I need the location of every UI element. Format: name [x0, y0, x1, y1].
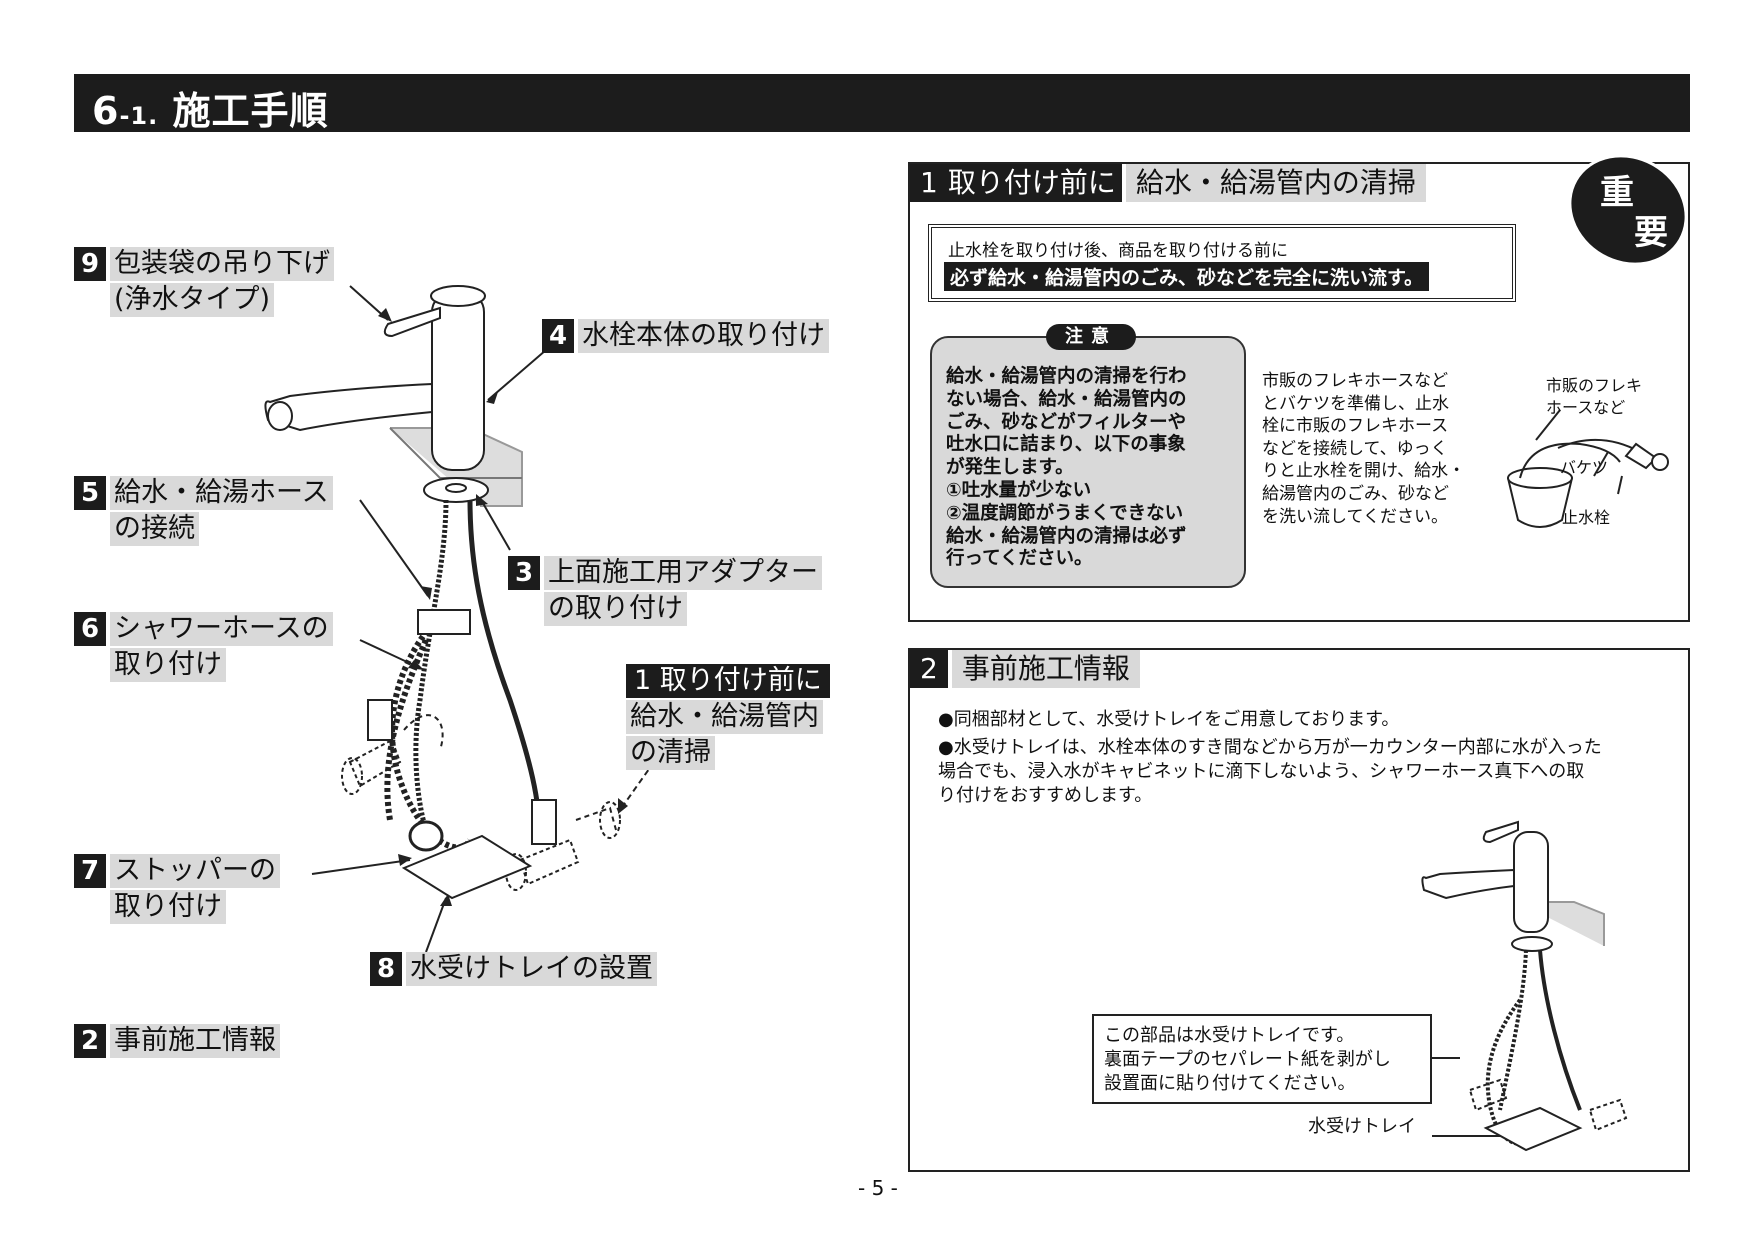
caution-badge: 注意	[1046, 324, 1136, 350]
step-7-label: 7 ストッパーの取り付け	[74, 854, 280, 924]
step-4-label: 4 水栓本体の取り付け	[542, 319, 829, 353]
section-header: 6-1. 施工手順	[74, 74, 1690, 133]
cleaning-description: 市販のフレキホースなど とバケツを準備し、止水 栓に市販のフレキホース などを接…	[1262, 371, 1466, 527]
panel-cleaning: 1 取り付け前に 給水・給湯管内の清掃	[908, 162, 1690, 622]
valve-label: 止水栓	[1562, 508, 1611, 527]
step-5-label: 5 給水・給湯ホースの接続	[74, 476, 333, 546]
tray-label: 水受けトレイ	[1308, 1116, 1416, 1137]
step-1-label: 1 取り付け前に 給水・給湯管内 の清掃	[626, 664, 830, 770]
step-1-line1: 取り付け前に	[659, 665, 822, 696]
flex-hose-label-2: ホースなど	[1546, 398, 1626, 417]
caution-text: 給水・給湯管内の清掃を行わ ない場合、給水・給湯管内の ごみ、砂などがフィルター…	[946, 366, 1187, 570]
page-number: - 5 -	[858, 1176, 898, 1200]
bullet-2: ●水受けトレイは、水栓本体のすき間などから万が一カウンター内部に水が入った	[938, 737, 1602, 758]
caution-box: 注意 給水・給湯管内の清掃を行わ ない場合、給水・給湯管内の ごみ、砂などがフィ…	[930, 324, 1246, 588]
panel-cleaning-title: 1 取り付け前に 給水・給湯管内の清掃	[910, 164, 1426, 202]
step-1-line2: 給水・給湯管内	[626, 700, 823, 734]
svg-text:要: 要	[1634, 213, 1668, 253]
step-6-label: 6 シャワーホースの取り付け	[74, 612, 333, 682]
important-badge: 重 要	[1568, 154, 1688, 266]
step-8-label: 8 水受けトレイの設置	[370, 952, 657, 986]
step-1-num: 1	[634, 665, 652, 696]
bullet-2-cont2: り付けをおすすめします。	[938, 785, 1153, 806]
section-title: 6-1. 施工手順	[92, 89, 329, 133]
bullet-1: ●同梱部材として、水受けトレイをご用意しております。	[938, 709, 1400, 730]
tray-note-box: この部品は水受けトレイです。 裏面テープのセパレート紙を剥がし 設置面に貼り付け…	[1092, 1014, 1432, 1104]
step-3-label: 3 上面施工用アダプターの取り付け	[508, 556, 822, 626]
panel-preinstall-title: 2 事前施工情報	[910, 650, 1140, 688]
warning-box: 止水栓を取り付け後、商品を取り付ける前に 必ず給水・給湯管内のごみ、砂などを完全…	[928, 224, 1516, 302]
svg-text:重: 重	[1600, 173, 1634, 213]
step-9-label: 9 包装袋の吊り下げ(浄水タイプ)	[74, 247, 334, 317]
bucket-label: バケツ	[1560, 458, 1609, 477]
step-1-line3: の清掃	[626, 736, 715, 770]
flex-hose-label-1: 市販のフレキ	[1546, 376, 1643, 395]
bullet-2-cont: 場合でも、浸入水がキャビネットに滴下しないよう、シャワーホース真下への取	[938, 761, 1585, 782]
step-2-label: 2 事前施工情報	[74, 1024, 280, 1058]
panel-preinstall: 2 事前施工情報	[908, 648, 1690, 1172]
